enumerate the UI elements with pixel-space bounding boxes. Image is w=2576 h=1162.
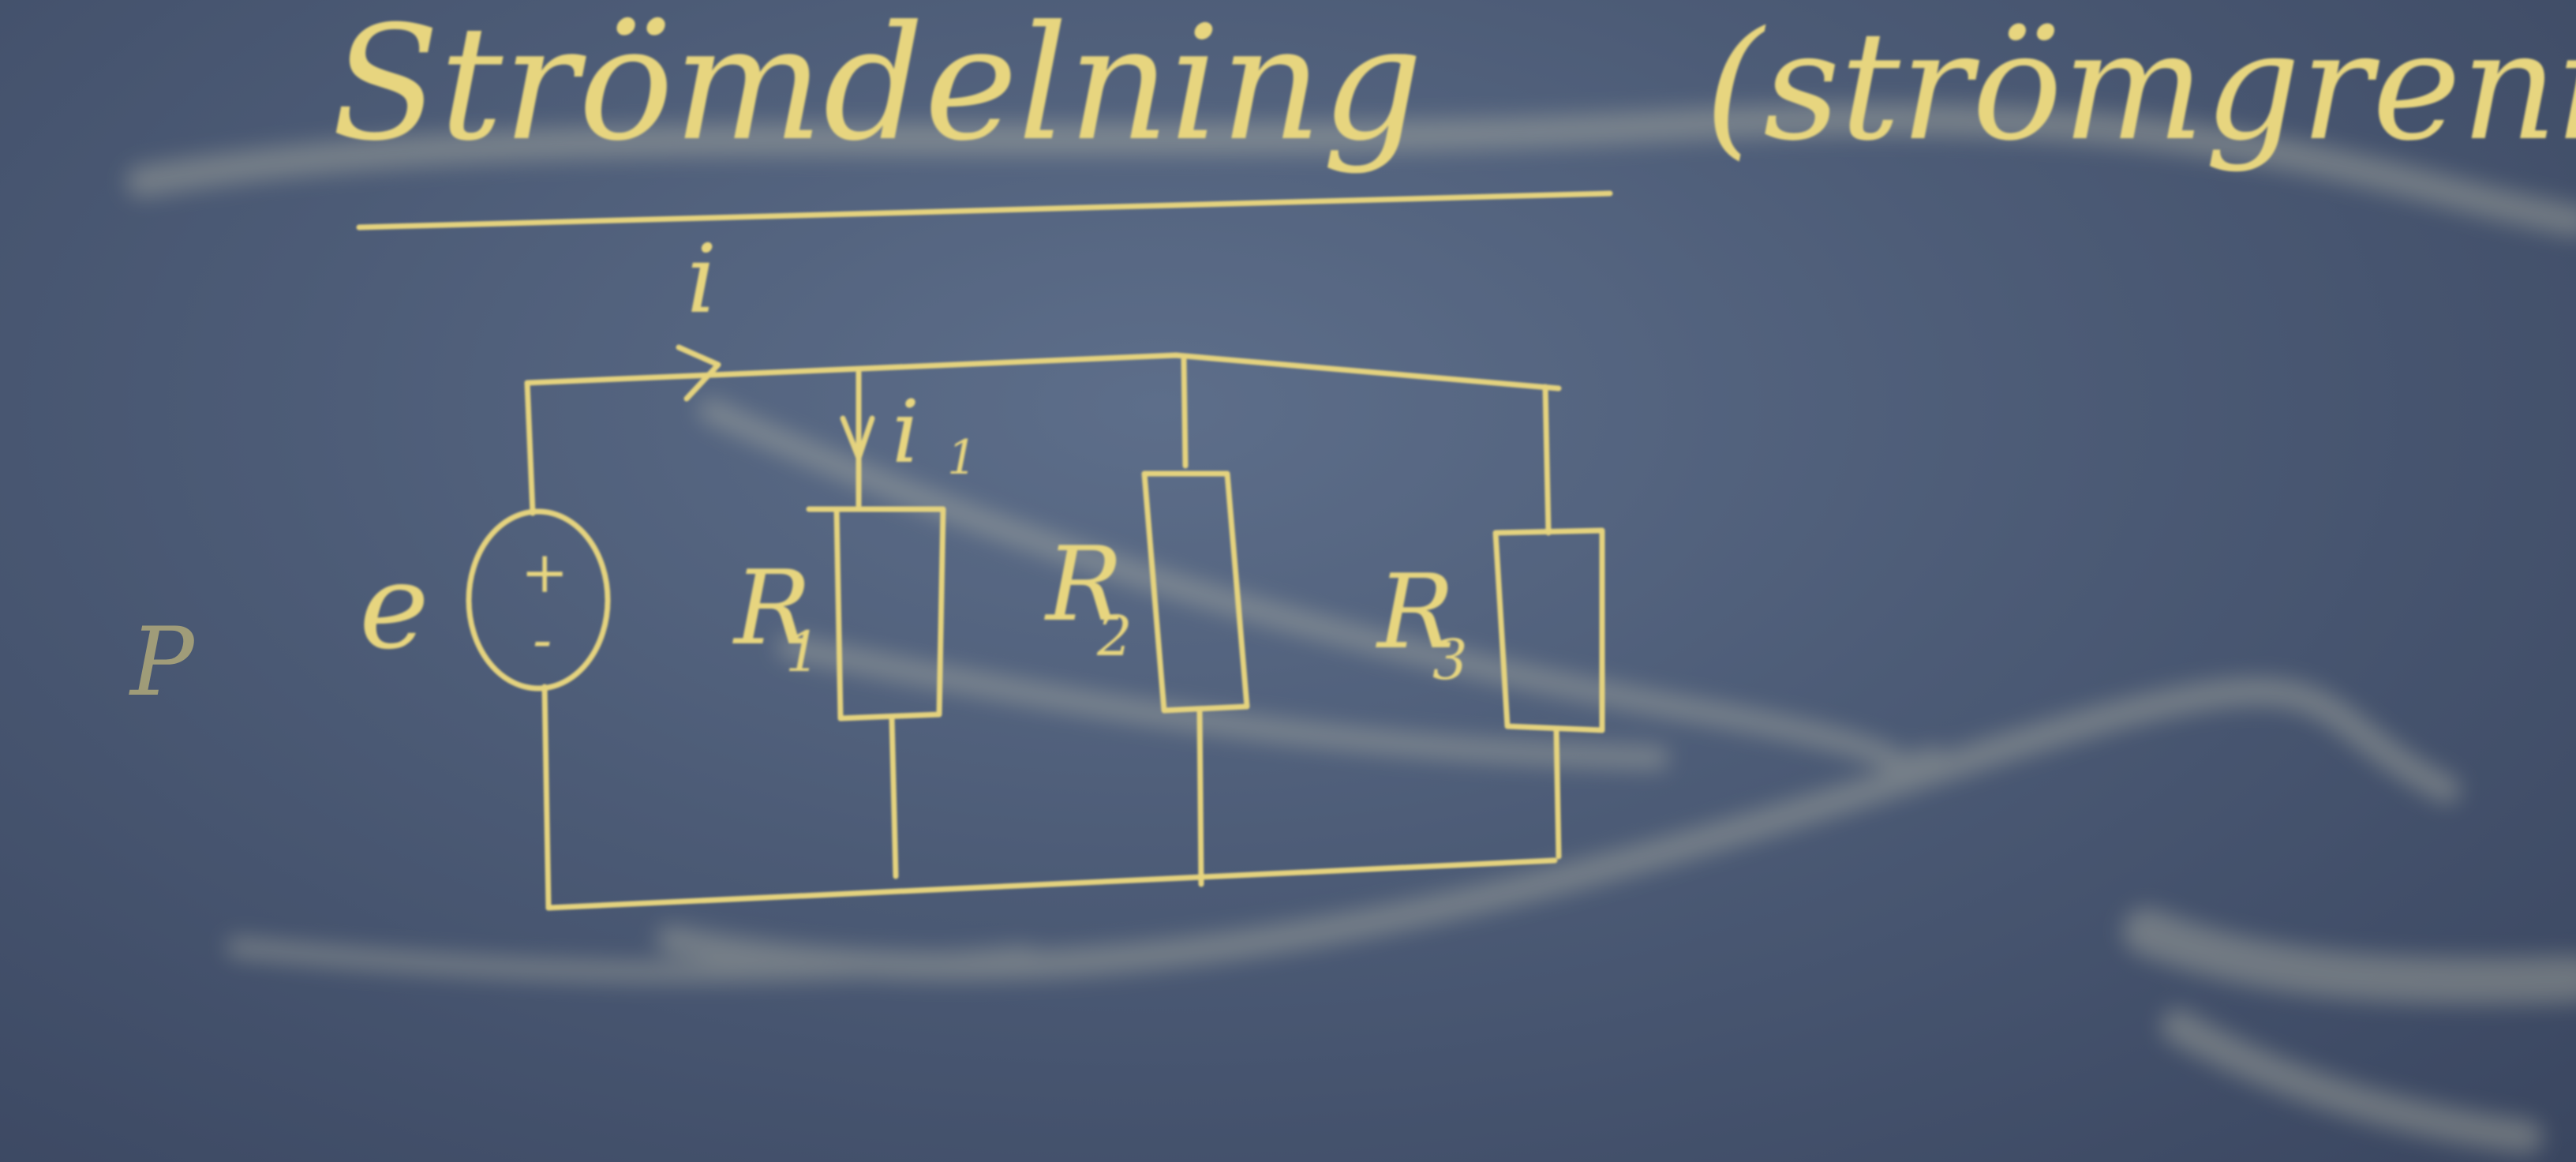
main-current-arrow	[676, 344, 721, 402]
branch1-wire-bottom	[889, 715, 899, 879]
top-rail	[524, 352, 1562, 392]
resistor-r1-body	[806, 506, 946, 722]
voltage-source-plus: +	[521, 539, 568, 605]
eraser-smudges	[126, 103, 2576, 1154]
bottom-rail	[545, 857, 1558, 911]
source-wire-top	[524, 380, 536, 516]
resistor-r3-label: R 3	[1376, 552, 1468, 692]
resistor-r3-body	[1492, 527, 1605, 733]
branch2-wire-bottom	[1196, 707, 1204, 887]
resistor-subscript: 2	[1096, 604, 1133, 669]
board-title-parenthetical: (strömgrenin	[1705, 0, 2576, 174]
resistor-label: R	[732, 548, 811, 668]
voltage-source-minus: -	[533, 606, 552, 673]
title-underline	[356, 190, 1613, 231]
source-wire-bottom	[541, 684, 552, 911]
resistor-r2-body	[1141, 470, 1250, 714]
resistor-subscript: 3	[1432, 628, 1468, 692]
branch-current-subscript: 1	[947, 430, 977, 485]
resistor-label: R	[1376, 552, 1455, 672]
voltage-source-circle	[466, 508, 611, 692]
branch2-wire-top	[1181, 356, 1189, 469]
resistor-r1-label: R 1	[732, 548, 821, 684]
board-title: Strömdelning	[331, 0, 1423, 176]
branch3-wire-top	[1542, 384, 1552, 536]
branch-current-label: i	[892, 381, 919, 482]
branch-current-arrow	[840, 415, 875, 461]
stray-chalk-mark: P	[129, 608, 196, 718]
voltage-source-label: e	[359, 538, 429, 676]
resistor-label: R	[1044, 524, 1123, 644]
branch3-wire-bottom	[1553, 727, 1562, 860]
total-current-label: i	[687, 225, 717, 335]
resistor-r2-label: R 2	[1044, 524, 1133, 669]
resistor-subscript: 1	[785, 620, 821, 684]
branch-current-i1: i 1	[892, 381, 977, 485]
